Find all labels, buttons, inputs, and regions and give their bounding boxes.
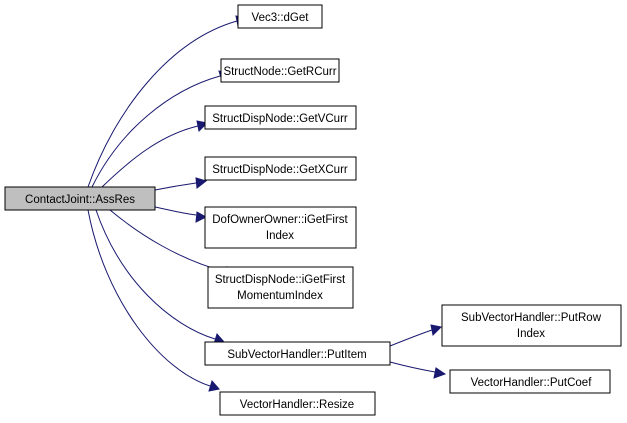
- node-structdispnode-getxcurr[interactable]: StructDispNode::GetXCurr: [204, 156, 357, 181]
- node-label: StructNode::GetRCurr: [223, 66, 336, 78]
- node-vectorhandler-resize[interactable]: VectorHandler::Resize: [219, 391, 376, 416]
- node-label: VectorHandler::Resize: [240, 399, 354, 411]
- node-label: Index: [517, 328, 545, 340]
- node-label: DofOwnerOwner::iGetFirst: [212, 214, 348, 226]
- node-label: ContactJoint::AssRes: [25, 194, 135, 206]
- edge-assres-to-dofownerowner-igetfirstindex: [154, 206, 208, 223]
- node-subvectorhandler-putrowindex[interactable]: SubVectorHandler::PutRow Index: [441, 304, 622, 347]
- node-label: Vec3::dGet: [252, 12, 310, 24]
- node-structnode-getrcurr[interactable]: StructNode::GetRCurr: [220, 58, 340, 83]
- node-structdispnode-getvcurr[interactable]: StructDispNode::GetVCurr: [204, 105, 357, 130]
- node-vectorhandler-putcoef[interactable]: VectorHandler::PutCoef: [449, 369, 611, 394]
- node-subvectorhandler-putitem[interactable]: SubVectorHandler::PutItem: [204, 341, 391, 366]
- node-label: StructDispNode::GetVCurr: [212, 113, 348, 125]
- edge-putitem-to-vectorhandler-putcoef: [389, 361, 447, 379]
- node-vec3-dget[interactable]: Vec3::dGet: [237, 4, 323, 29]
- node-label: Index: [266, 230, 294, 242]
- edge-assres-to-structdispnode-getvcurr: [101, 120, 209, 188]
- edge-assres-to-vectorhandler-resize: [87, 209, 220, 392]
- node-dofownerowner-igetfirstindex[interactable]: DofOwnerOwner::iGetFirst Index: [204, 206, 357, 249]
- node-contactjoint-assres[interactable]: ContactJoint::AssRes: [4, 186, 156, 211]
- node-label: StructDispNode::iGetFirst: [215, 274, 346, 286]
- node-structdispnode-igetfirstmomentumindex[interactable]: StructDispNode::iGetFirst MomentumIndex: [207, 266, 354, 309]
- node-label: VectorHandler::PutCoef: [471, 377, 593, 389]
- edge-assres-to-structdispnode-getxcurr: [154, 177, 208, 191]
- node-label: SubVectorHandler::PutItem: [227, 349, 366, 361]
- node-label: SubVectorHandler::PutRow: [461, 312, 602, 324]
- node-label: MomentumIndex: [237, 290, 323, 302]
- edge-putitem-to-subvectorhandler-putrowindex: [389, 324, 443, 347]
- node-label: StructDispNode::GetXCurr: [212, 164, 348, 176]
